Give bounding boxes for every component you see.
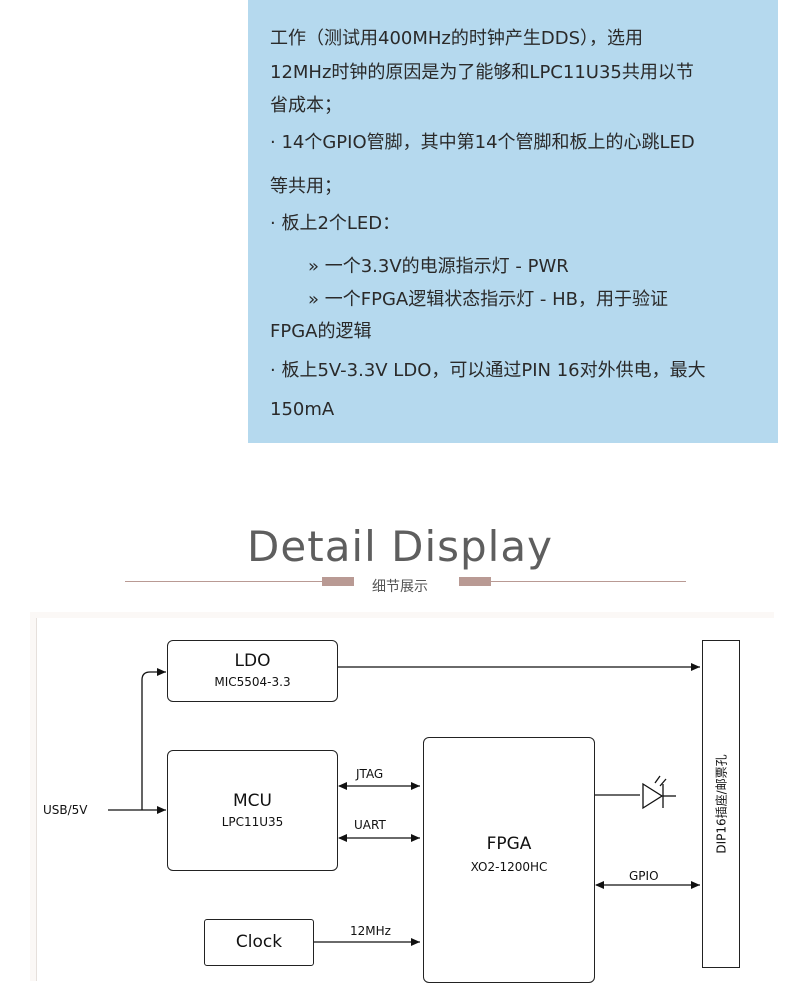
spec-box: 工作（测试用400MHz的时钟产生DDS），选用 12MHz时钟的原因是为了能够… xyxy=(248,0,778,443)
clock-freq-label: 12MHz xyxy=(350,924,391,938)
mcu-title: MCU xyxy=(233,791,272,811)
spec-line: 工作（测试用400MHz的时钟产生DDS），选用 xyxy=(270,28,644,49)
usb-to-ldo-arrow xyxy=(141,668,166,810)
fpga-block: FPGA XO2-1200HC xyxy=(423,737,595,983)
ldo-title: LDO xyxy=(234,651,271,671)
mcu-part: LPC11U35 xyxy=(221,815,284,829)
section-subtitle: 细节展示 xyxy=(372,579,428,595)
section-title: Detail Display xyxy=(247,522,553,571)
spec-line: FPGA的逻辑 xyxy=(270,321,372,342)
ldo-block: LDO MIC5504-3.3 xyxy=(167,640,338,702)
spec-line: 150mA xyxy=(270,399,335,420)
divider-right xyxy=(491,581,686,582)
spec-line: 等共用； xyxy=(270,176,342,197)
spec-line: · 板上5V-3.3V LDO，可以通过PIN 16对外供电，最大 xyxy=(270,360,706,381)
dip16-label: DIP16插座/邮票孔 xyxy=(714,754,729,854)
mcu-block: MCU LPC11U35 xyxy=(167,750,338,871)
led-icon xyxy=(642,775,676,810)
spec-line: · 板上2个LED： xyxy=(270,213,401,234)
spec-line: 省成本； xyxy=(270,95,342,116)
spec-line: 12MHz时钟的原因是为了能够和LPC11U35共用以节 xyxy=(270,62,694,83)
dip16-block: DIP16插座/邮票孔 xyxy=(702,640,740,968)
divider-tick-right xyxy=(459,577,491,586)
clock-block: Clock xyxy=(204,919,314,966)
clock-title: Clock xyxy=(235,932,283,952)
gpio-label: GPIO xyxy=(629,869,659,883)
uart-label: UART xyxy=(354,818,386,832)
divider-tick-left xyxy=(322,577,354,586)
fpga-part: XO2-1200HC xyxy=(470,860,548,874)
spec-line: » 一个FPGA逻辑状态指示灯 - HB，用于验证 xyxy=(308,289,669,310)
spec-line: · 14个GPIO管脚，其中第14个管脚和板上的心跳LED xyxy=(270,132,695,153)
ldo-part: MIC5504-3.3 xyxy=(214,675,291,689)
fpga-title: FPGA xyxy=(486,834,532,854)
jtag-label: JTAG xyxy=(356,767,384,781)
divider-left xyxy=(125,581,322,582)
usb-label: USB/5V xyxy=(43,803,88,817)
spec-line: » 一个3.3V的电源指示灯 - PWR xyxy=(308,256,569,277)
